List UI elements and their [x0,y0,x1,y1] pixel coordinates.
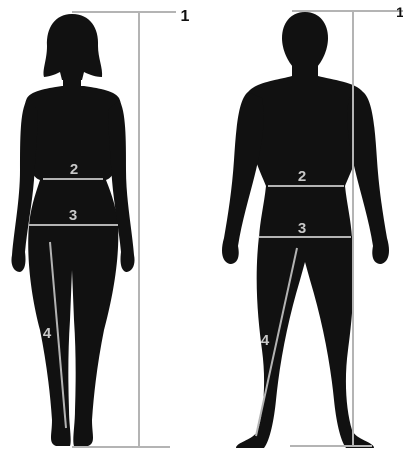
female-figure: 1 2 3 4 [11,8,189,447]
female-hip-label: 3 [69,207,77,224]
female-inseam-label: 4 [43,325,52,342]
male-left-arm [222,92,264,264]
female-head [44,14,103,80]
female-height-label: 1 [181,8,190,25]
male-waist-label: 2 [298,168,306,185]
male-figure: 1 2 3 4 [222,4,403,448]
female-torso [24,86,122,226]
female-legs [28,224,118,446]
male-height-label: 1 [396,4,403,20]
male-inseam-label: 4 [261,332,270,349]
female-silhouette [11,14,134,446]
male-hip-label: 3 [298,220,306,237]
female-waist-label: 2 [70,161,78,178]
male-torso [245,76,366,238]
male-head [282,12,328,68]
